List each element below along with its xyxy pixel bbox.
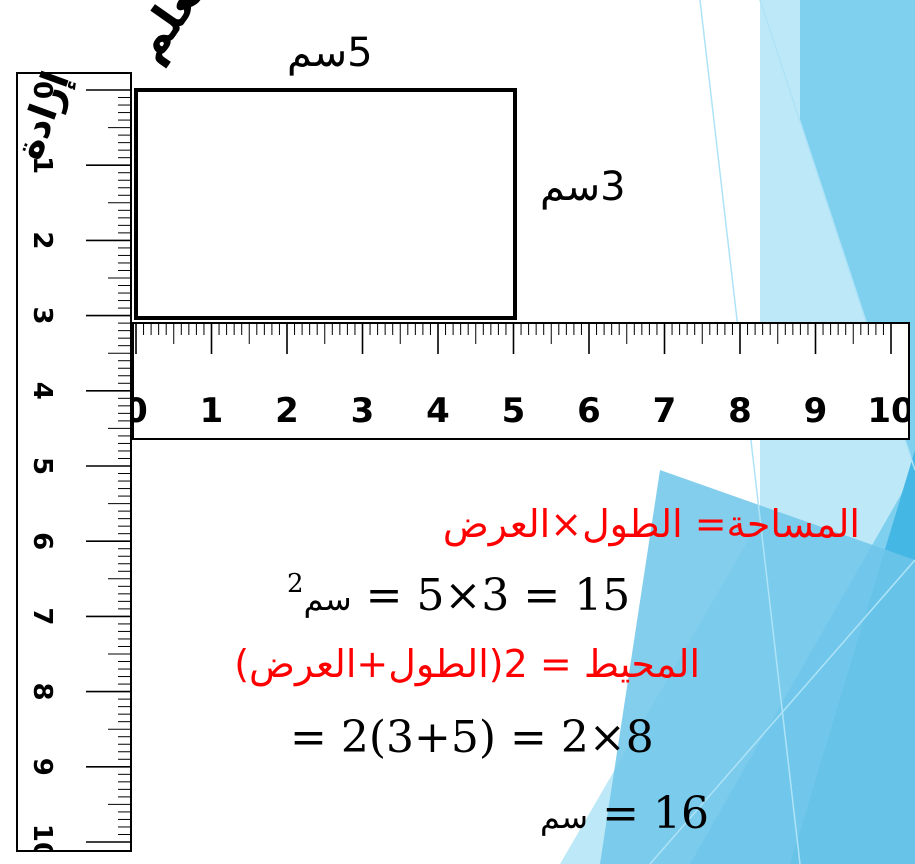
vertical-ruler-number: 5 xyxy=(27,457,57,475)
horizontal-ruler-number: 5 xyxy=(502,391,526,431)
area-formula-title: المساحة= الطول×العرض xyxy=(442,502,860,546)
perimeter-calculation-2: = 16 سم xyxy=(540,788,709,839)
perimeter-calculation-1: = 2(3+5) = 2×8 xyxy=(290,712,654,763)
vertical-ruler-number: 2 xyxy=(27,231,57,249)
horizontal-ruler-number: 3 xyxy=(351,391,375,431)
bg-line-3 xyxy=(649,559,915,864)
horizontal-ruler-number: 9 xyxy=(804,391,828,431)
bg-lower-band xyxy=(600,470,915,864)
vertical-ruler-number: 1 xyxy=(27,156,57,174)
horizontal-ruler-number: 10 xyxy=(867,391,910,431)
perimeter-calc-1-text: = 2(3+5) = 2×8 xyxy=(290,712,654,763)
area-unit-exponent: 2 xyxy=(287,569,304,599)
rectangle-height-label: 3سم xyxy=(540,164,626,210)
vertical-ruler-number: 7 xyxy=(27,607,57,625)
horizontal-ruler-number: 7 xyxy=(653,391,677,431)
horizontal-ruler-number: 1 xyxy=(200,391,224,431)
horizontal-ruler-number: 8 xyxy=(728,391,752,431)
vertical-ruler-number: 9 xyxy=(27,758,57,776)
horizontal-ruler-body xyxy=(132,322,910,440)
horizontal-ruler: 0 1 2 3 4 5 6 7 8 9 10 xyxy=(132,322,910,440)
vertical-ruler-number: 0 xyxy=(27,81,57,99)
vertical-ruler: 0 1 2 3 4 5 6 7 8 9 10 xyxy=(16,72,132,852)
vertical-ruler-number: 6 xyxy=(27,532,57,550)
perimeter-calc-2-text: = 16 xyxy=(602,788,709,839)
horizontal-ruler-number: 6 xyxy=(577,391,601,431)
horizontal-ruler-number: 4 xyxy=(426,391,450,431)
rectangle-width-label: 5سم xyxy=(287,30,373,76)
area-calc-text: = 5×3 = 15 xyxy=(365,570,631,621)
vertical-ruler-number: 4 xyxy=(27,382,57,400)
perimeter-unit: سم xyxy=(540,798,589,836)
vertical-ruler-number: 3 xyxy=(27,307,57,325)
area-calculation: = 5×3 = 15 سم2 xyxy=(287,569,631,621)
horizontal-ruler-number: 2 xyxy=(275,391,299,431)
vertical-ruler-number: 8 xyxy=(27,683,57,701)
perimeter-formula-title: المحيط = 2(الطول+العرض) xyxy=(234,642,700,686)
vertical-ruler-number: 10 xyxy=(27,824,57,852)
area-unit: سم xyxy=(303,580,352,618)
rectangle-shape xyxy=(134,88,517,320)
horizontal-ruler-number: 0 xyxy=(132,391,148,431)
